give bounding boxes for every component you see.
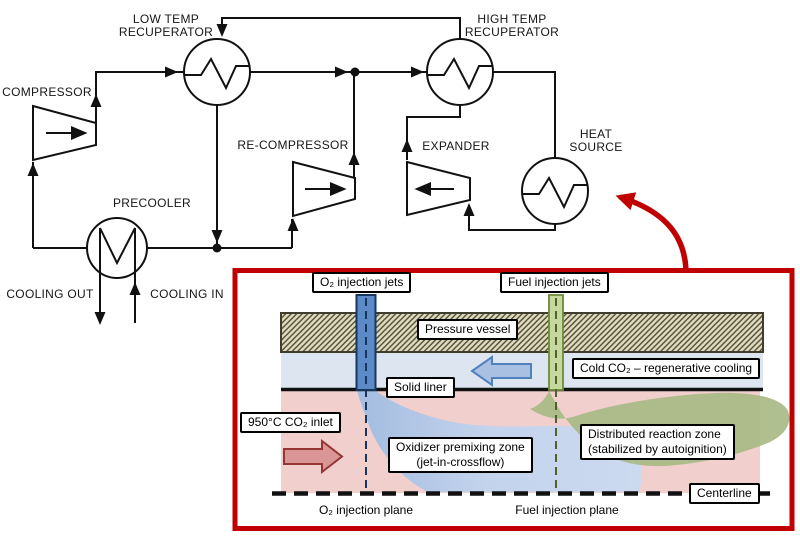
junction-dot-bottom: [212, 243, 222, 253]
cooling-out-arrowhead: [94, 312, 106, 325]
oxidizer-zone-line1: Oxidizer premixing zone: [396, 440, 525, 454]
pipe-htr-to-heatsource: [493, 71, 556, 158]
oxidizer-zone-line2: (jet-in-crossflow): [416, 455, 505, 469]
oxidizer-zone-tag: Oxidizer premixing zone (jet-in-crossflo…: [388, 437, 533, 473]
re-compressor-label: RE-COMPRESSOR: [237, 138, 349, 152]
heat-exchanger-zigzags: [99, 56, 588, 312]
precooler-coil: [99, 227, 136, 312]
turbomachines: [32, 104, 471, 218]
high-temp-line2: RECUPERATOR: [464, 25, 560, 39]
cooling-out-label: COOLING OUT: [6, 287, 94, 301]
reaction-zone-line1: Distributed reaction zone: [588, 427, 721, 441]
low-temp-recuperator-label: LOW TEMP RECUPERATOR: [110, 13, 222, 39]
precooler-symbol: [86, 217, 148, 279]
pipe-heatsource-to-expander: [468, 205, 556, 231]
low-temp-line2: RECUPERATOR: [118, 25, 214, 39]
heat-source-line2: SOURCE: [569, 140, 623, 154]
reaction-zone-tag: Distributed reaction zone (stabilized by…: [580, 424, 735, 460]
co2-inlet-tag: 950°C CO₂ inlet: [240, 412, 341, 433]
high-temp-line1: HIGH TEMP: [477, 12, 547, 26]
cooling-in-label: COOLING IN: [150, 287, 224, 301]
cold-co2-cooling-tag: Cold CO₂ – regenerative cooling: [572, 358, 761, 379]
co2-inlet-arrow: [283, 438, 344, 475]
precooler-label: PRECOOLER: [112, 196, 192, 210]
fuel-injection-plane-label: Fuel injection plane: [515, 503, 619, 517]
o2-injection-plane-label: O₂ injection plane: [318, 503, 414, 517]
fuel-injection-jets-tag: Fuel injection jets: [500, 272, 609, 293]
low-temp-line1: LOW TEMP: [132, 12, 200, 26]
expander-label: EXPANDER: [422, 139, 490, 153]
pressure-vessel-band: [280, 312, 764, 353]
centerline-tag: Centerline: [689, 483, 760, 504]
callout-arrow: [615, 192, 689, 270]
pipe-compressor-to-ltr: [95, 71, 184, 123]
pipe-htr-to-ltr-hot: [221, 17, 461, 39]
flow-arrowheads: [27, 24, 475, 325]
turbomachine-flow-arrows: [46, 125, 454, 197]
junction-dot-top: [350, 67, 360, 77]
o2-injection-jets-tag: O₂ injection jets: [312, 272, 412, 293]
heat-source-line1: HEAT: [579, 127, 613, 141]
pressure-vessel-tag: Pressure vessel: [417, 319, 519, 340]
compressor-label: COMPRESSOR: [2, 85, 92, 99]
high-temp-recuperator-label: HIGH TEMP RECUPERATOR: [456, 13, 568, 39]
pipe-expander-to-htr: [406, 105, 461, 160]
coolant-flow-arrow: [470, 355, 532, 387]
cooling-in-arrowhead: [129, 282, 141, 295]
reaction-zone-line2: (stabilized by autoignition): [588, 442, 727, 456]
solid-liner-tag: Solid liner: [386, 377, 455, 398]
heat-source-label: HEAT SOURCE: [565, 128, 627, 154]
